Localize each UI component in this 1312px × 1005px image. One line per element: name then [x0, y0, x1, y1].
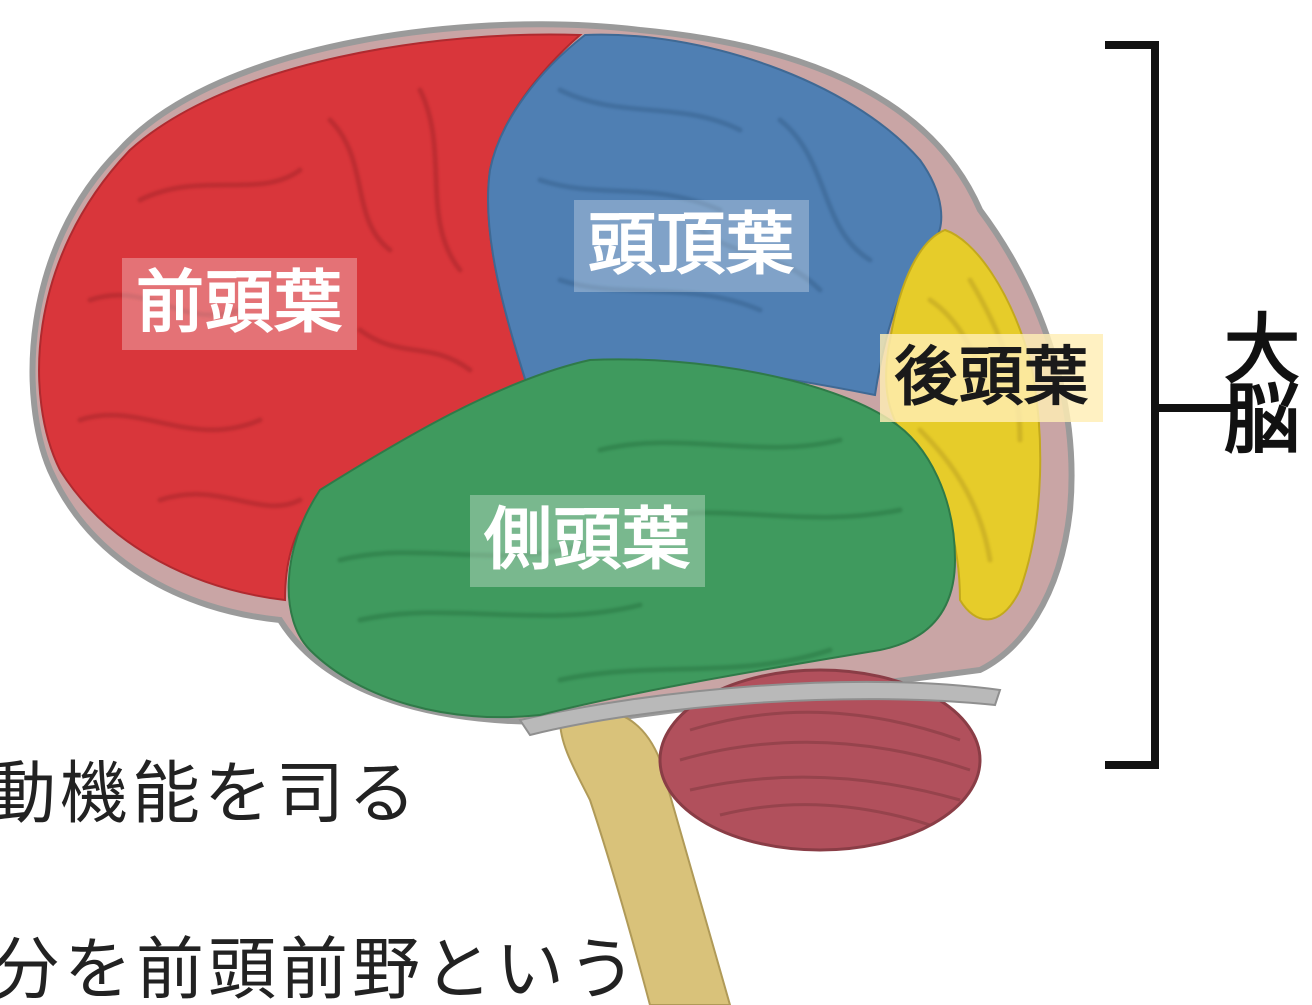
cerebellum-folds — [679, 710, 971, 827]
cerebrum-label: 大脳 — [1224, 305, 1300, 464]
note-line-1: 動機能を司る — [0, 755, 421, 834]
occipital-lobe-label: 後頭葉 — [880, 334, 1103, 422]
frontal-lobe-label: 前頭葉 — [122, 258, 358, 350]
cerebellum — [658, 668, 982, 852]
note-line-2: 分を前頭前野という — [0, 931, 641, 1005]
parietal-lobe-label: 頭頂葉 — [574, 200, 810, 292]
membrane-band — [518, 680, 1002, 737]
cerebrum-bracket — [1105, 41, 1235, 769]
temporal-lobe-label: 側頭葉 — [470, 495, 706, 587]
